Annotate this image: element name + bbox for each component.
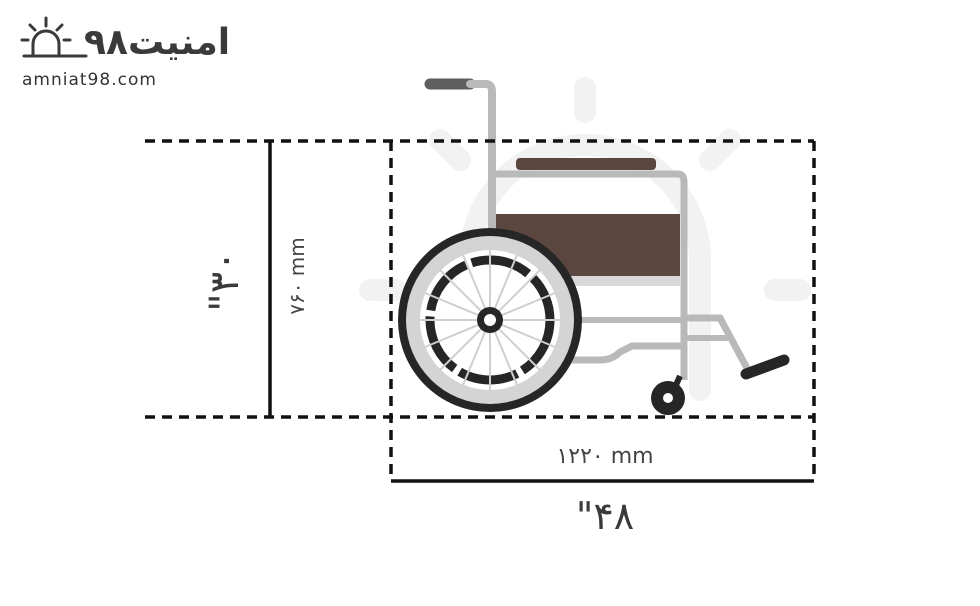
dimension-guides bbox=[145, 139, 816, 481]
height-mm-label: ۷۶۰ mm bbox=[285, 237, 309, 315]
width-inch-label: ۴۸" bbox=[575, 494, 635, 538]
brand-url: amniat98.com bbox=[22, 70, 157, 90]
watermark-logo bbox=[359, 77, 811, 401]
brand-name: امنیت۹۸ bbox=[84, 22, 231, 63]
wheelchair-icon bbox=[398, 78, 790, 415]
height-inch-label: ۳۰" bbox=[202, 250, 248, 312]
width-mm-label: ۱۲۲۰ mm bbox=[556, 444, 654, 469]
sun-logo-icon bbox=[20, 16, 88, 58]
